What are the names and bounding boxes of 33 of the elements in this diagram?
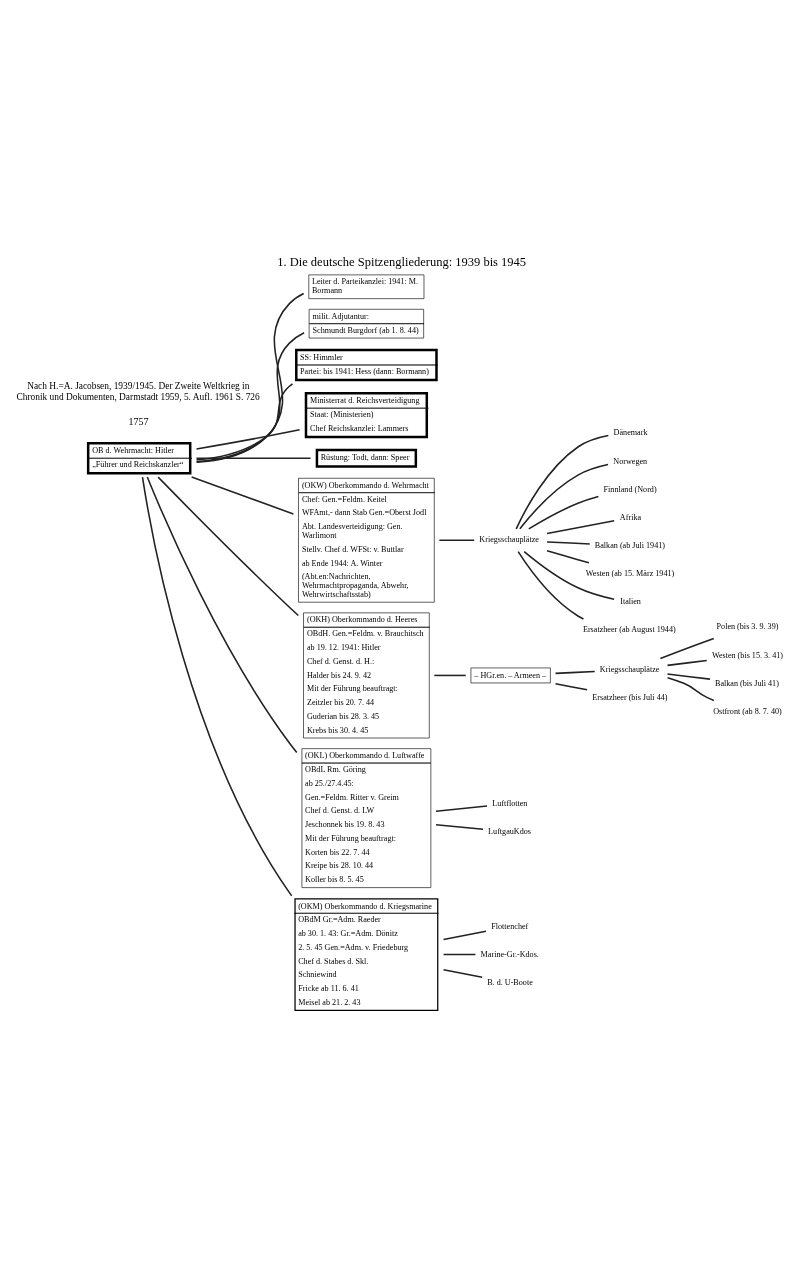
connector	[442, 968, 483, 979]
connector	[545, 520, 615, 535]
label: 1757	[128, 415, 149, 427]
connector	[527, 495, 599, 530]
connector	[554, 683, 588, 691]
connector	[518, 463, 609, 530]
connector	[514, 434, 609, 530]
connector	[666, 673, 711, 680]
connector	[195, 383, 293, 461]
connector	[195, 428, 300, 450]
connector	[666, 659, 707, 667]
connector	[659, 637, 715, 660]
connector	[516, 550, 584, 620]
connector	[666, 676, 715, 702]
connector	[554, 670, 595, 675]
connector	[195, 457, 311, 460]
connector	[545, 541, 591, 545]
caption: Nach H.=A. Jacobsen, 1939/1945. Der Zweite Weltkrieg in Chronik und Dokumenten, Darmstadt 1959, 5. Aufl. 1961 S. 726	[16, 381, 260, 403]
connector	[433, 674, 466, 677]
connector	[195, 332, 305, 463]
connector	[438, 539, 475, 541]
connector	[190, 476, 294, 515]
connector	[141, 476, 292, 897]
diagram-title: 1. Die deutsche Spitzengliederung: 1939 bis 1945	[276, 255, 526, 270]
connector	[195, 292, 304, 463]
connector	[522, 550, 615, 601]
connector	[156, 476, 299, 617]
connector	[545, 550, 590, 564]
connector	[146, 476, 297, 754]
connector	[442, 953, 476, 956]
connector	[434, 824, 484, 831]
connector	[434, 805, 488, 812]
connector	[442, 930, 487, 941]
